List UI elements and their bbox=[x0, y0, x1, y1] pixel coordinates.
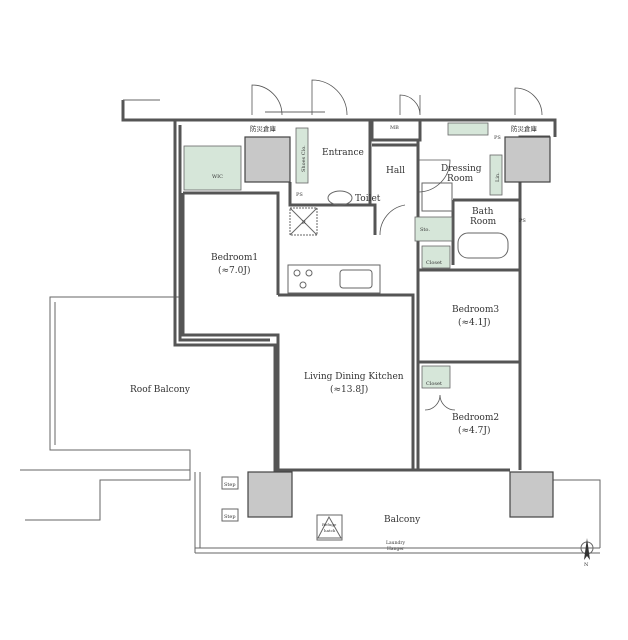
label-bath: Bath bbox=[472, 207, 494, 217]
label-entrance: Entrance bbox=[322, 148, 364, 158]
pillar bbox=[247, 471, 293, 518]
label-mb: MB bbox=[390, 125, 399, 131]
label-bedroom2-size: (≈4.7J) bbox=[458, 425, 490, 436]
label-ps: PS bbox=[494, 135, 501, 141]
label-toilet: Toilet bbox=[355, 194, 381, 204]
bathtub bbox=[457, 232, 509, 259]
label-r: R bbox=[302, 220, 306, 226]
roof-balcony-area bbox=[20, 296, 191, 521]
kitchen-sink bbox=[339, 269, 373, 289]
label-wic: WIC bbox=[212, 174, 223, 180]
label-bedroom3: Bedroom3 bbox=[452, 305, 499, 315]
label-sto: Sto. bbox=[420, 227, 430, 233]
label-storage-left: 防災倉庫 bbox=[250, 124, 277, 133]
label-closet: Closet bbox=[426, 260, 442, 266]
label-laundry: Laundry bbox=[386, 540, 405, 546]
label-hall: Hall bbox=[386, 166, 405, 176]
sto-storage bbox=[414, 216, 453, 242]
label-step: Step bbox=[224, 514, 236, 520]
label-bedroom3-size: (≈4.1J) bbox=[458, 317, 490, 328]
label-step: Step bbox=[224, 482, 236, 488]
label-ldk: Living Dining Kitchen bbox=[304, 372, 404, 382]
label-bedroom1: Bedroom1 bbox=[211, 253, 258, 263]
label-hanger: Hanger bbox=[387, 546, 405, 552]
label-dressing-room: Room bbox=[447, 174, 474, 184]
label-roof-balcony: Roof Balcony bbox=[130, 385, 191, 395]
door-arcs bbox=[251, 79, 543, 411]
pillar bbox=[504, 136, 551, 183]
dressing-storage bbox=[447, 122, 489, 136]
linen-storage bbox=[489, 154, 503, 196]
label-closet: Closet bbox=[426, 381, 442, 387]
label-ldk-size: (≈13.8J) bbox=[330, 384, 368, 395]
label-storage-right: 防災倉庫 bbox=[511, 124, 538, 133]
north-arrow-icon bbox=[580, 538, 594, 560]
r-hatch bbox=[289, 207, 318, 236]
label-balcony: Balcony bbox=[384, 515, 421, 525]
label-hatch: hatch bbox=[324, 528, 336, 533]
step-box bbox=[221, 508, 239, 522]
closet-storage bbox=[421, 365, 451, 389]
label-bedroom2: Bedroom2 bbox=[452, 413, 499, 423]
label-refuge: Refuge bbox=[322, 522, 337, 527]
label-ps: PS bbox=[296, 192, 303, 198]
pillar bbox=[244, 136, 291, 183]
shoes-closet bbox=[295, 127, 309, 184]
label-linen: Lin. bbox=[495, 172, 501, 182]
closet-storage bbox=[421, 245, 451, 269]
label-bedroom1-size: (≈7.0J) bbox=[218, 265, 250, 276]
wic-storage bbox=[183, 145, 242, 191]
step-box bbox=[221, 476, 239, 490]
kitchen-counter bbox=[287, 264, 381, 294]
label-shoes-closet: Shoes Clo. bbox=[301, 145, 307, 172]
refuge-hatch bbox=[316, 514, 343, 541]
toilet-bowl bbox=[327, 190, 353, 206]
label-bath-room: Room bbox=[470, 217, 497, 227]
label-ps: PS bbox=[519, 218, 526, 224]
label-dressing: Dressing bbox=[441, 164, 482, 174]
washbasin bbox=[421, 182, 453, 212]
label-north: N bbox=[584, 562, 589, 568]
stove-icon bbox=[293, 269, 313, 289]
pillar bbox=[509, 471, 554, 518]
